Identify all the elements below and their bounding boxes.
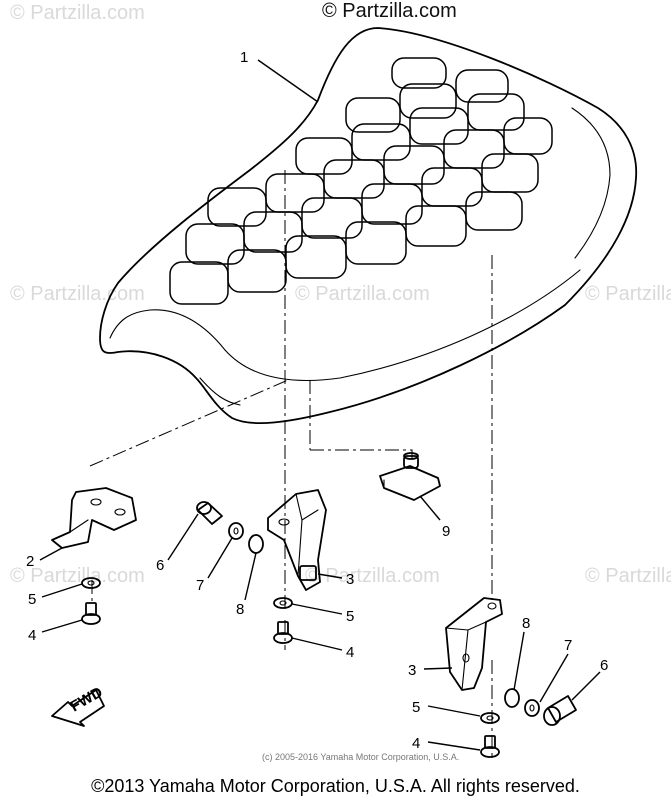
callout-bolt-mid: 4 [346, 644, 354, 661]
callout-clip: 9 [442, 523, 450, 540]
callout-washer-8-left: 8 [236, 601, 244, 618]
seat [99, 27, 638, 425]
callout-washer-right: 5 [412, 699, 420, 716]
callout-seat: 1 [240, 49, 248, 66]
bolt-6-right [543, 695, 577, 726]
callout-bolt-6-right: 6 [600, 657, 608, 674]
washer-7-left [228, 522, 244, 540]
washer-8-right [504, 688, 520, 708]
bracket-right [445, 597, 503, 691]
bracket-left [51, 487, 137, 549]
watermark: © Partzilla.com [295, 283, 430, 305]
washer-left [81, 577, 101, 589]
callout-bolt-right: 4 [412, 735, 420, 752]
fwd-arrow: FWD [51, 684, 106, 727]
watermark: © Partzilla.com [10, 565, 145, 587]
bolt-mid [273, 621, 293, 644]
watermark: © Partzilla.com [10, 283, 145, 305]
watermark: © Partzilla.com [305, 565, 440, 587]
callout-bracket-right: 3 [408, 662, 416, 679]
footer-copyright: ©2013 Yamaha Motor Corporation, U.S.A. A… [91, 776, 580, 796]
callout-washer-left: 5 [28, 591, 36, 608]
watermark: © Partzilla.com [585, 283, 671, 305]
bolt-left [81, 602, 101, 625]
watermark-top: © Partzilla.com [322, 0, 457, 22]
watermark: © Partzilla.com [585, 565, 671, 587]
callout-bracket-mid: 3 [346, 571, 354, 588]
inner-copyright: (c) 2005-2016 Yamaha Motor Corporation, … [262, 752, 460, 762]
washer-7-right [524, 699, 540, 717]
seat-pad-pattern [169, 57, 553, 305]
callout-bracket-left: 2 [26, 553, 34, 570]
callout-washer-7-left: 7 [196, 577, 204, 594]
watermark: © Partzilla.com [10, 2, 145, 24]
washer-8-left [248, 534, 264, 554]
callout-washer-mid: 5 [346, 608, 354, 625]
clip-nut [379, 452, 441, 501]
callout-washer-7-right: 7 [564, 637, 572, 654]
washer-right [480, 712, 500, 724]
washer-mid [273, 597, 293, 609]
fwd-label: FWD [68, 684, 106, 716]
callout-bolt-left: 4 [28, 627, 36, 644]
callout-washer-8-right: 8 [522, 615, 530, 632]
bolt-6-left [196, 501, 223, 525]
callout-bolt-6-left: 6 [156, 557, 164, 574]
bracket-mid [267, 489, 327, 591]
bolt-right [480, 735, 500, 758]
